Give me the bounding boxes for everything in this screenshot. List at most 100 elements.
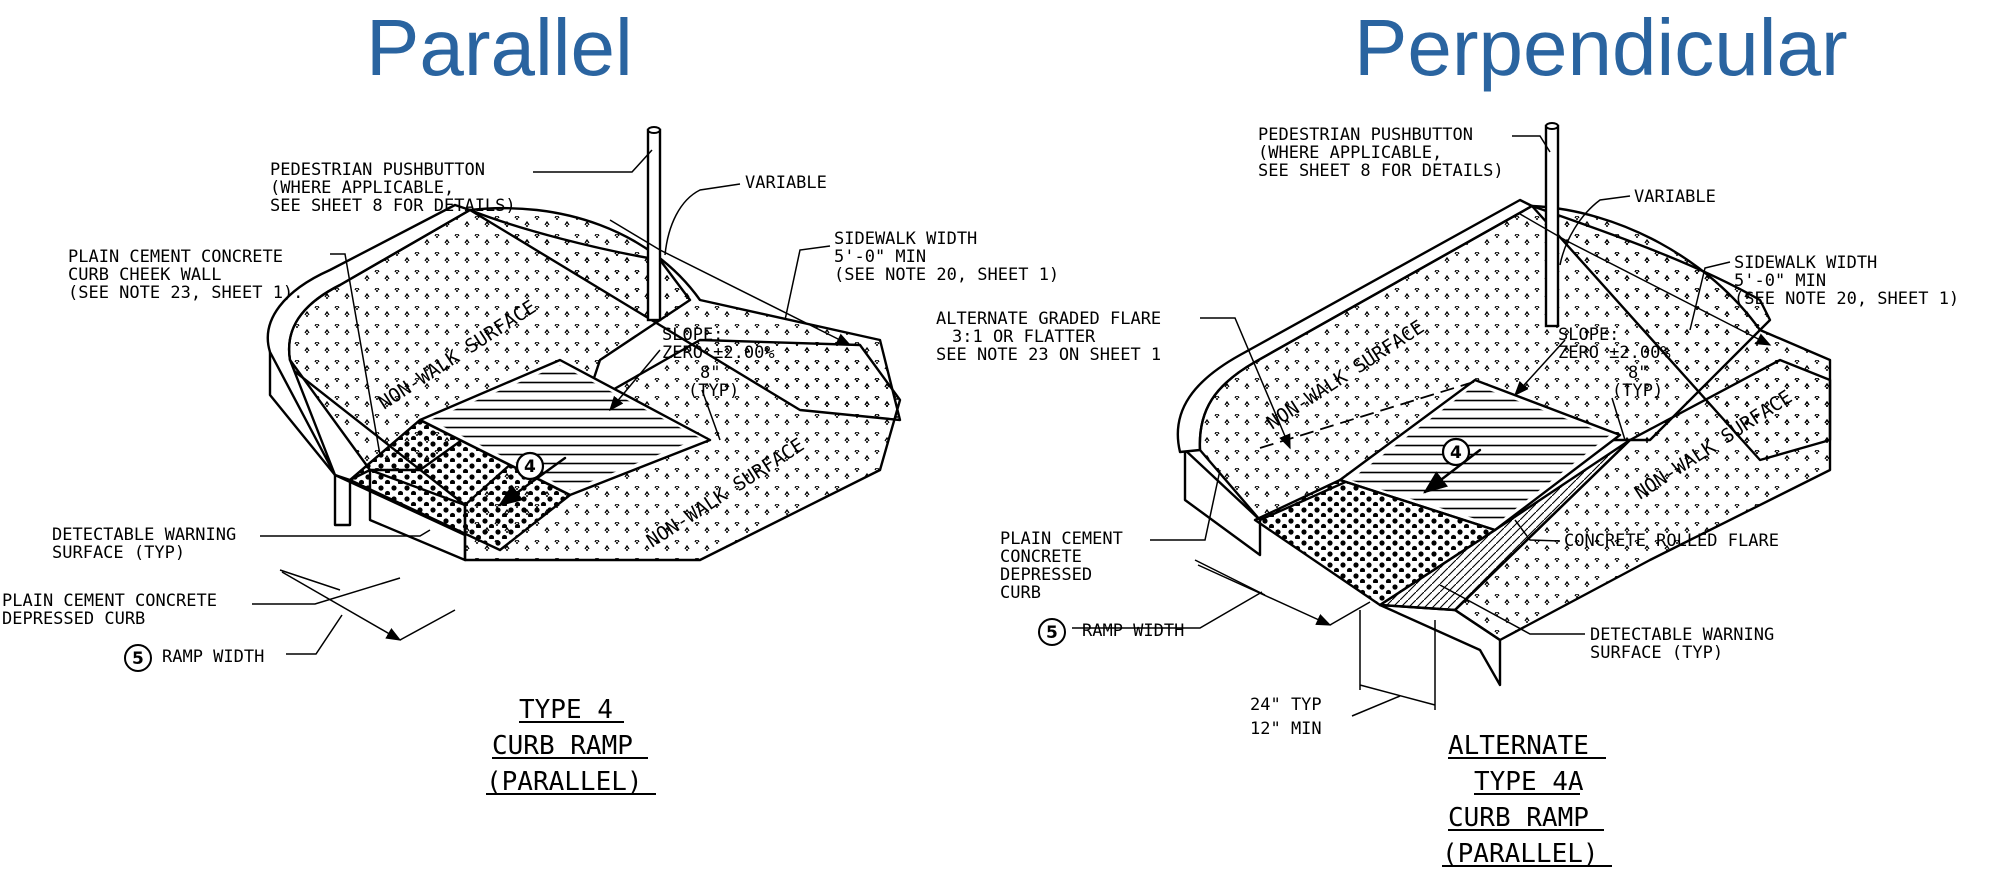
left-dim-sidewalk (609, 219, 852, 346)
right-leader-variable (1559, 195, 1631, 266)
right-label-detect-2: SURFACE (TYP) (1590, 643, 1723, 663)
left-label-cheek-2: CURB CHEEK WALL (68, 265, 222, 285)
left-label-detect-1: DETECTABLE WARNING (52, 525, 236, 545)
left-label-pushbutton-1: PEDESTRIAN PUSHBUTTON (270, 160, 485, 180)
right-label-detect-1: DETECTABLE WARNING (1590, 625, 1774, 645)
right-label-typ-1: 8" (1628, 363, 1648, 383)
right-leader-pushbutton (1512, 135, 1551, 153)
right-label-depressed-3: DEPRESSED (1000, 565, 1092, 585)
right-label-slope-1: SLOPE: (1558, 325, 1619, 345)
left-label-rampwidth: RAMP WIDTH (162, 647, 264, 667)
right-caption-4: (PARALLEL) (1442, 839, 1599, 869)
left-ramp-drawing: 4 (252, 126, 902, 655)
right-slope-number: 4 (1450, 443, 1462, 463)
right-dim-sidewalk (1519, 213, 1772, 346)
right-label-dim-1: 24" TYP (1250, 695, 1322, 715)
left-dim-ramp (281, 571, 402, 641)
left-label-variable: VARIABLE (745, 173, 827, 193)
left-leader-rampwidth (286, 614, 343, 655)
left-label-cheek-3: (SEE NOTE 23, SHEET 1). (68, 283, 303, 303)
right-pushbutton-post (1544, 124, 1560, 328)
right-leader-sidewalk (1689, 261, 1731, 331)
right-label-pushbutton-1: PEDESTRIAN PUSHBUTTON (1258, 125, 1473, 145)
right-label-rolled: CONCRETE ROLLED FLARE (1564, 531, 1779, 551)
left-cheek-wall (333, 418, 422, 482)
left-pushbutton-top (647, 126, 661, 134)
right-caption-3: CURB RAMP (1448, 803, 1589, 833)
right-label-flare-3: SEE NOTE 23 ON SHEET 1 (936, 345, 1161, 365)
right-nonwalk-lower (1453, 358, 1832, 642)
left-label-cheek-1: PLAIN CEMENT CONCRETE (68, 247, 283, 267)
left-leader-cheek (330, 253, 381, 456)
left-pushbutton-post (646, 128, 662, 322)
right-label-depressed-2: CONCRETE (1000, 547, 1082, 567)
left-leader-depressed (252, 577, 401, 605)
right-leader-rolled (1514, 519, 1561, 542)
right-leader-rampwidth (1072, 591, 1263, 629)
left-leader-variable (664, 183, 741, 256)
right-label-flare-1: ALTERNATE GRADED FLARE (936, 309, 1161, 329)
left-label-pushbutton-3: SEE SHEET 8 FOR DETAILS) (270, 196, 516, 216)
right-label-slope-2: ZERO ±2.00% (1558, 343, 1671, 363)
left-label-sidewalk-3: (SEE NOTE 20, SHEET 1) (834, 265, 1059, 285)
right-label-sidewalk-2: 5'-0" MIN (1734, 271, 1826, 291)
right-label-dim-2: 12" MIN (1250, 719, 1322, 739)
left-caption-2: CURB RAMP (492, 731, 633, 761)
left-label-detect-2: SURFACE (TYP) (52, 543, 185, 563)
left-dim-ext (279, 569, 456, 641)
right-rampwidth-number: 5 (1046, 623, 1058, 643)
left-label-depressed-1: PLAIN CEMENT CONCRETE (2, 591, 217, 611)
right-leader-slope (1513, 339, 1566, 397)
right-rampwidth-circle (1038, 618, 1066, 646)
right-ramp-grooves (1350, 385, 1610, 525)
right-graded-flare-dash (1259, 379, 1481, 449)
right-label-variable: VARIABLE (1634, 187, 1716, 207)
right-caption-1: ALTERNATE (1448, 731, 1589, 761)
left-label-typ-2: (TYP) (688, 381, 739, 401)
left-leader-pushbutton (533, 149, 653, 173)
heading-perpendicular: Perpendicular (1354, 3, 1848, 92)
left-leader-slope (609, 349, 661, 412)
left-ramp-grooves (430, 365, 700, 490)
right-dim-ext (1194, 559, 1371, 626)
right-pushbutton-top (1545, 122, 1559, 130)
left-rampwidth-number: 5 (132, 649, 144, 669)
right-label-sidewalk-3: (SEE NOTE 20, SHEET 1) (1734, 289, 1959, 309)
right-slope-arrow (1423, 448, 1482, 494)
left-leader-typ (701, 389, 721, 441)
left-label-pushbutton-2: (WHERE APPLICABLE, (270, 178, 454, 198)
right-label-depressed-1: PLAIN CEMENT (1000, 529, 1123, 549)
right-ramp-drawing: 4 (1072, 122, 1832, 717)
left-leader-sidewalk (784, 245, 831, 321)
right-leader-dim (1351, 695, 1401, 717)
left-label-depressed-2: DEPRESSED CURB (2, 609, 145, 629)
left-slope-circle (515, 451, 545, 481)
left-label-typ-1: 8" (700, 363, 720, 383)
right-label-sidewalk-1: SIDEWALK WIDTH (1734, 253, 1877, 273)
right-leader-depressed (1150, 469, 1221, 541)
left-label-slope-2: ZERO ±2.00% (662, 343, 775, 363)
right-label-rampwidth: RAMP WIDTH (1082, 621, 1184, 641)
left-leader-detect (260, 529, 431, 537)
right-slope-circle (1441, 437, 1471, 467)
right-label-typ-2: (TYP) (1612, 381, 1663, 401)
right-leader-detect (1439, 584, 1585, 635)
right-leader-typ (1611, 397, 1626, 441)
right-curb-side-left (1183, 448, 1262, 557)
right-label-pushbutton-3: SEE SHEET 8 FOR DETAILS) (1258, 161, 1504, 181)
left-caption-1: TYPE 4 (519, 695, 613, 725)
left-caption-3: (PARALLEL) (486, 767, 643, 797)
left-label-sidewalk-2: 5'-0" MIN (834, 247, 926, 267)
left-rampwidth-circle (124, 644, 152, 672)
right-label-pushbutton-2: (WHERE APPLICABLE, (1258, 143, 1442, 163)
left-slope-arrow (498, 456, 567, 507)
left-slope-number: 4 (524, 457, 536, 477)
right-dim-flare (1359, 610, 1436, 710)
left-label-sidewalk-1: SIDEWALK WIDTH (834, 229, 977, 249)
right-leader-flare (1200, 317, 1291, 450)
left-label-slope-1: SLOPE: (662, 325, 723, 345)
right-caption-2: TYPE 4A (1474, 767, 1584, 797)
heading-parallel: Parallel (366, 3, 633, 92)
